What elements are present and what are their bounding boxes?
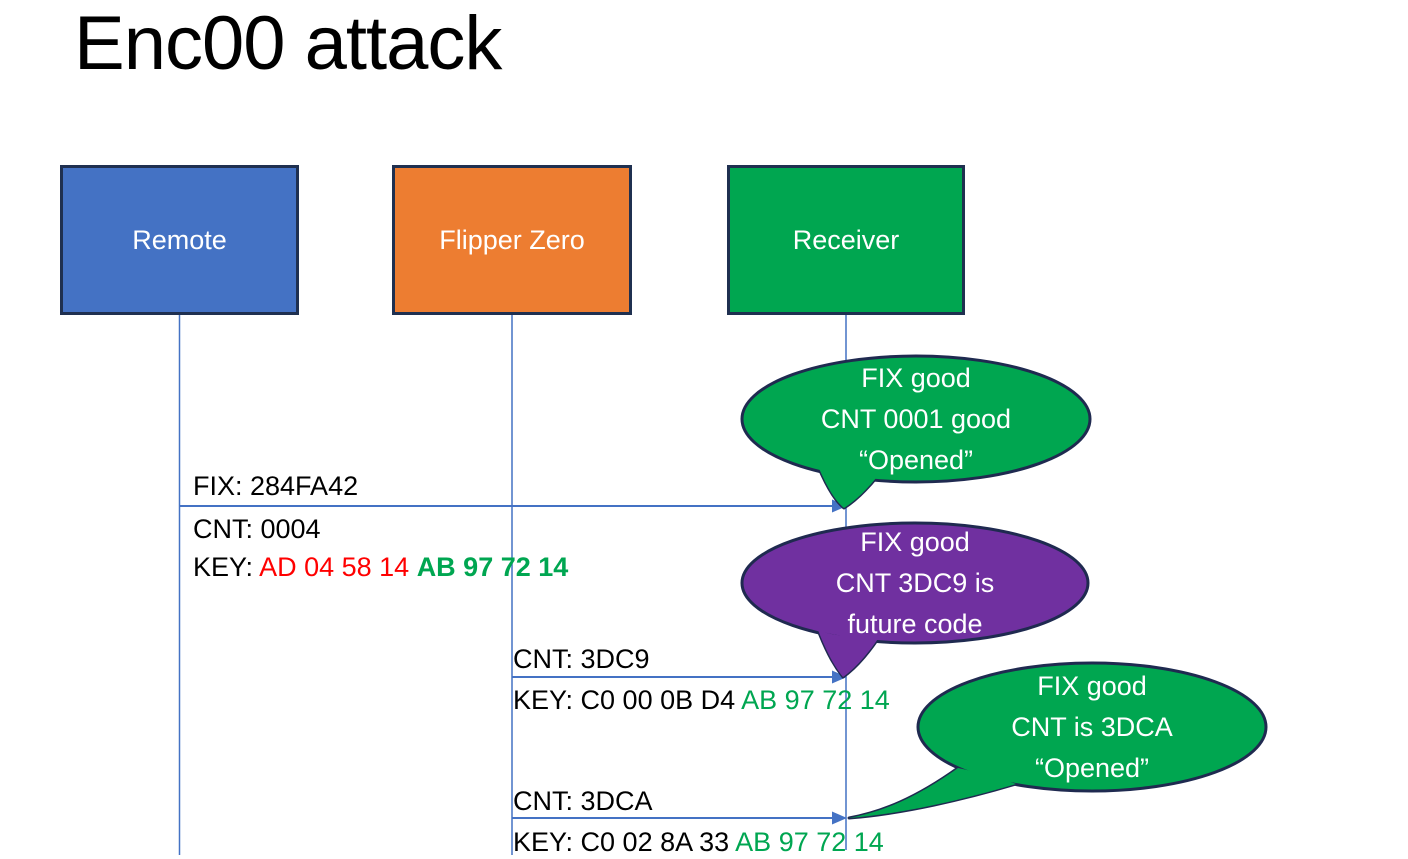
msg1-key-green-bytes: AB 97 72 14 — [416, 552, 569, 582]
msg2-key-black-bytes: KEY: C0 00 0B D4 — [513, 685, 742, 715]
callout-ellipse-2 — [740, 521, 1090, 645]
callout1-line3: “Opened” — [858, 444, 974, 475]
callout2-line2: CNT 3DC9 is — [835, 567, 995, 598]
msg1-cnt-label: CNT: 0004 — [193, 514, 321, 544]
actor-box-flipper-zero: Flipper Zero — [392, 165, 632, 315]
arrowhead-icon-msg3 — [832, 811, 847, 825]
msg2-cnt-label: CNT: 3DC9 — [513, 644, 650, 674]
actor-box-remote: Remote — [60, 165, 299, 315]
msg3-key-label: KEY: C0 02 8A 33 AB 97 72 14 — [513, 826, 884, 858]
callout-tail-patch-2 — [818, 626, 886, 677]
msg3-key-green-bytes: AB 97 72 14 — [735, 827, 884, 857]
callout3-text: FIX good CNT is 3DCA “Opened” — [918, 662, 1266, 792]
callout3-line3: “Opened” — [1034, 752, 1150, 783]
callout-ellipse-1 — [740, 354, 1092, 484]
msg2-key-label: KEY: C0 00 0B D4 AB 97 72 14 — [513, 684, 890, 716]
msg1-fix-label: FIX: 284FA42 — [193, 471, 359, 501]
callout1-text: FIX good CNT 0001 good “Opened” — [742, 356, 1090, 482]
msg1-key-label: KEY: AD 04 58 14 AB 97 72 14 — [193, 551, 568, 583]
arrowhead-icon-msg2 — [832, 670, 847, 684]
actor-label-remote: Remote — [132, 224, 227, 255]
callout3-line1: FIX good — [1037, 670, 1147, 701]
callout-bubble-3 — [847, 661, 1268, 820]
callout2-text: FIX good CNT 3DC9 is future code — [742, 521, 1088, 645]
actor-box-receiver: Receiver — [727, 165, 965, 315]
arrowhead-icon-msg1 — [832, 499, 847, 513]
msg2-key-green-bytes: AB 97 72 14 — [741, 685, 890, 715]
callout-ellipse-3 — [916, 661, 1268, 793]
callout1-line1: FIX good — [861, 362, 971, 393]
callout-bubble-2 — [740, 521, 1090, 679]
actor-label-flipper-zero: Flipper Zero — [439, 224, 585, 255]
callout2-line3: future code — [847, 608, 983, 639]
msg3-cnt-label: CNT: 3DCA — [513, 786, 653, 816]
callout3-line2: CNT is 3DCA — [1011, 711, 1173, 742]
callout1-line2: CNT 0001 good — [820, 403, 1012, 434]
callout-bubble-1 — [740, 354, 1092, 510]
msg1-key-red-bytes: AD 04 58 14 — [259, 552, 417, 582]
msg3-key-black-bytes: KEY: C0 02 8A 33 — [513, 827, 736, 857]
callout2-line1: FIX good — [860, 526, 970, 557]
msg1-key-prefix: KEY: — [193, 552, 260, 582]
callout-tail-patch-1 — [818, 462, 888, 508]
actor-label-receiver: Receiver — [792, 224, 900, 255]
page-title: Enc00 attack — [74, 1, 502, 86]
callout-tail-patch-3 — [849, 768, 1016, 818]
